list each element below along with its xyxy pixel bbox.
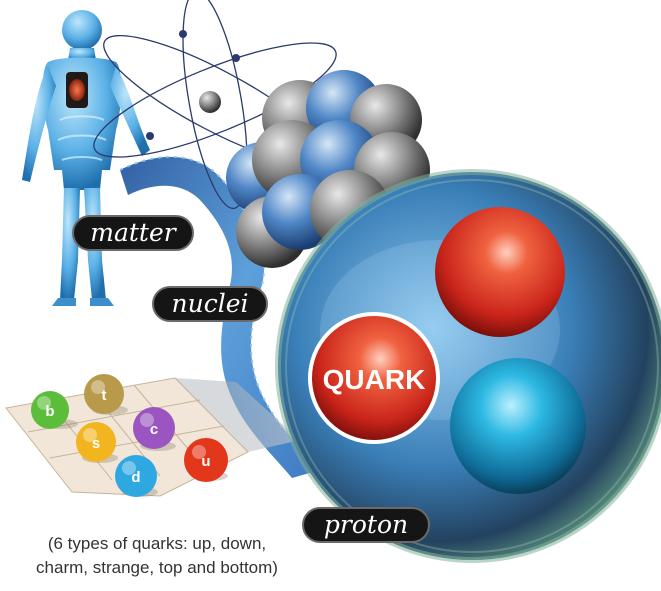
matter-label: matter — [72, 215, 194, 251]
caption-line-1: (6 types of quarks: up, down, — [12, 532, 302, 556]
quark-ball-d: d — [115, 455, 157, 497]
quark-label-b: b — [45, 403, 54, 420]
electron-icon — [179, 30, 187, 38]
atom-nucleus-icon — [199, 91, 221, 113]
quark-ball-s: s — [76, 422, 116, 462]
quark-types-caption: (6 types of quarks: up, down, charm, str… — [12, 532, 302, 580]
quark-ball-b: b — [31, 391, 69, 429]
quark-labeled: QUARK — [310, 314, 438, 442]
electron-icon — [232, 54, 240, 62]
quark-red-upper — [435, 207, 565, 337]
quark-label-d: d — [131, 469, 140, 486]
human-body — [22, 10, 150, 306]
quark-ball-t: t — [84, 374, 124, 414]
proton: QUARK — [278, 172, 661, 560]
caption-line-2: charm, strange, top and bottom) — [12, 556, 302, 580]
electron-icon — [146, 132, 154, 140]
proton-label: proton — [302, 507, 430, 543]
quark-cyan — [450, 358, 586, 494]
quark-label-c: c — [150, 421, 158, 438]
quark-ball-u: u — [184, 438, 228, 482]
heart-icon — [69, 79, 85, 101]
quark-ball-c: c — [133, 407, 175, 449]
quark-label: QUARK — [323, 364, 426, 395]
nuclei-label: nuclei — [152, 286, 268, 322]
quark-label-s: s — [92, 435, 100, 452]
quark-label-u: u — [201, 453, 210, 470]
quark-label-t: t — [102, 387, 107, 404]
